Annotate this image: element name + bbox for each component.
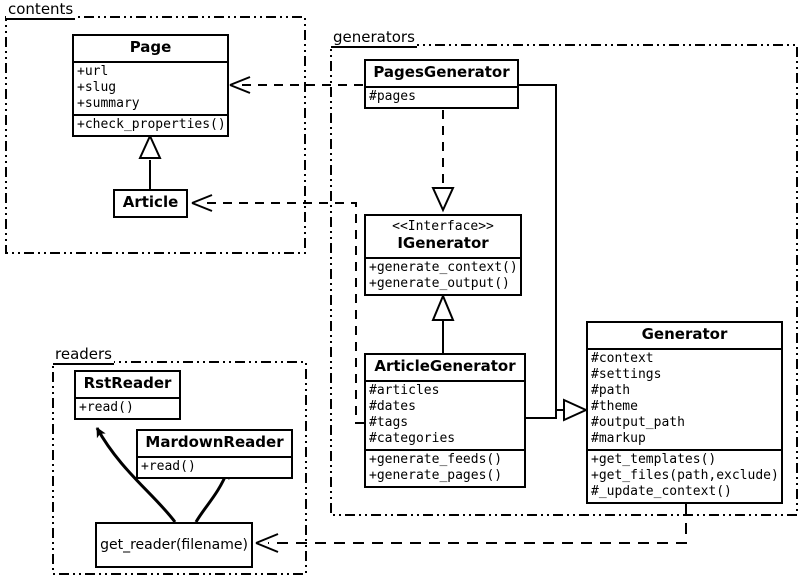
attribute: #categories [369,430,456,446]
package-label-contents: contents [6,0,76,20]
class-box-article-generator[interactable]: ArticleGenerator #articles #dates #tags … [364,353,526,488]
class-attributes-page: +url +slug +summary [74,60,227,114]
attribute: #context [591,350,654,366]
class-name-article: Article [122,193,179,211]
edge-pagesgenerator-uses-page [229,76,363,94]
class-methods-mardown-reader: +read() [138,455,291,477]
attribute: +summary [77,95,140,111]
class-methods-page: +check_properties() [74,113,227,135]
function-label-get-reader: get_reader(filename) [100,537,248,553]
class-name-generator: Generator [641,325,728,343]
attribute: #articles [369,382,440,398]
method: +generate_pages() [369,467,503,483]
class-name-article-generator: ArticleGenerator [374,357,516,375]
class-box-rst-reader[interactable]: RstReader +read() [74,370,181,420]
method: +check_properties() [77,116,226,132]
class-box-pages-generator[interactable]: PagesGenerator #pages [364,59,519,109]
attribute: #path [591,382,631,398]
method: +get_files(path,exclude) [591,467,779,483]
package-label-generators: generators [331,28,417,48]
class-attributes-article-generator: #articles #dates #tags #categories [366,379,524,449]
attribute: #output_path [591,414,685,430]
method: +get_templates() [591,451,717,467]
method: +read() [79,399,134,415]
attribute: #pages [369,88,416,104]
attribute: #dates [369,398,416,414]
class-methods-igenerator: +generate_context() +generate_output() [366,256,520,294]
package-label-readers: readers [53,345,114,365]
edge-generator-uses-getreader [255,504,687,553]
attribute: +url [77,63,109,79]
class-attributes-pages-generator: #pages [366,85,517,107]
attribute: #markup [591,430,646,446]
method: #_update_context() [591,483,732,499]
edge-article-extends-page [138,133,162,189]
class-name-text: IGenerator [397,233,489,252]
attribute: +slug [77,79,117,95]
class-box-igenerator[interactable]: <<Interface>> IGenerator +generate_conte… [364,214,522,296]
edge-articlegenerator-uses-article [191,194,364,424]
class-box-mardown-reader[interactable]: MardownReader +read() [136,429,293,479]
class-methods-article-generator: +generate_feeds() +generate_pages() [366,448,524,486]
class-name-pages-generator: PagesGenerator [373,63,510,81]
function-box-get-reader[interactable]: get_reader(filename) [95,522,253,568]
class-methods-generator: +get_templates() +get_files(path,exclude… [588,448,781,502]
attribute: #theme [591,398,638,414]
class-attributes-generator: #context #settings #path #theme #output_… [588,347,781,449]
method: +generate_feeds() [369,451,503,467]
class-name-igenerator: <<Interface>> IGenerator [366,216,520,257]
method: +generate_context() [369,259,518,275]
edge-articlegenerator-extends-generator [526,410,557,419]
edge-pagesgenerator-implements-igenerator [431,110,455,213]
class-methods-rst-reader: +read() [76,396,179,418]
class-box-generator[interactable]: Generator #context #settings #path #them… [586,321,783,504]
class-name-rst-reader: RstReader [83,374,172,392]
attribute: #tags [369,414,409,430]
class-name-page: Page [129,38,172,56]
class-name-mardown-reader: MardownReader [145,433,284,451]
edge-pagesgenerator-extends-generator [519,84,589,422]
class-box-page[interactable]: Page +url +slug +summary +check_properti… [72,34,229,137]
edge-articlegenerator-extends-igenerator [431,293,455,355]
class-box-article[interactable]: Article [113,189,188,218]
method: +generate_output() [369,275,510,291]
attribute: #settings [591,366,662,382]
method: +read() [141,458,196,474]
